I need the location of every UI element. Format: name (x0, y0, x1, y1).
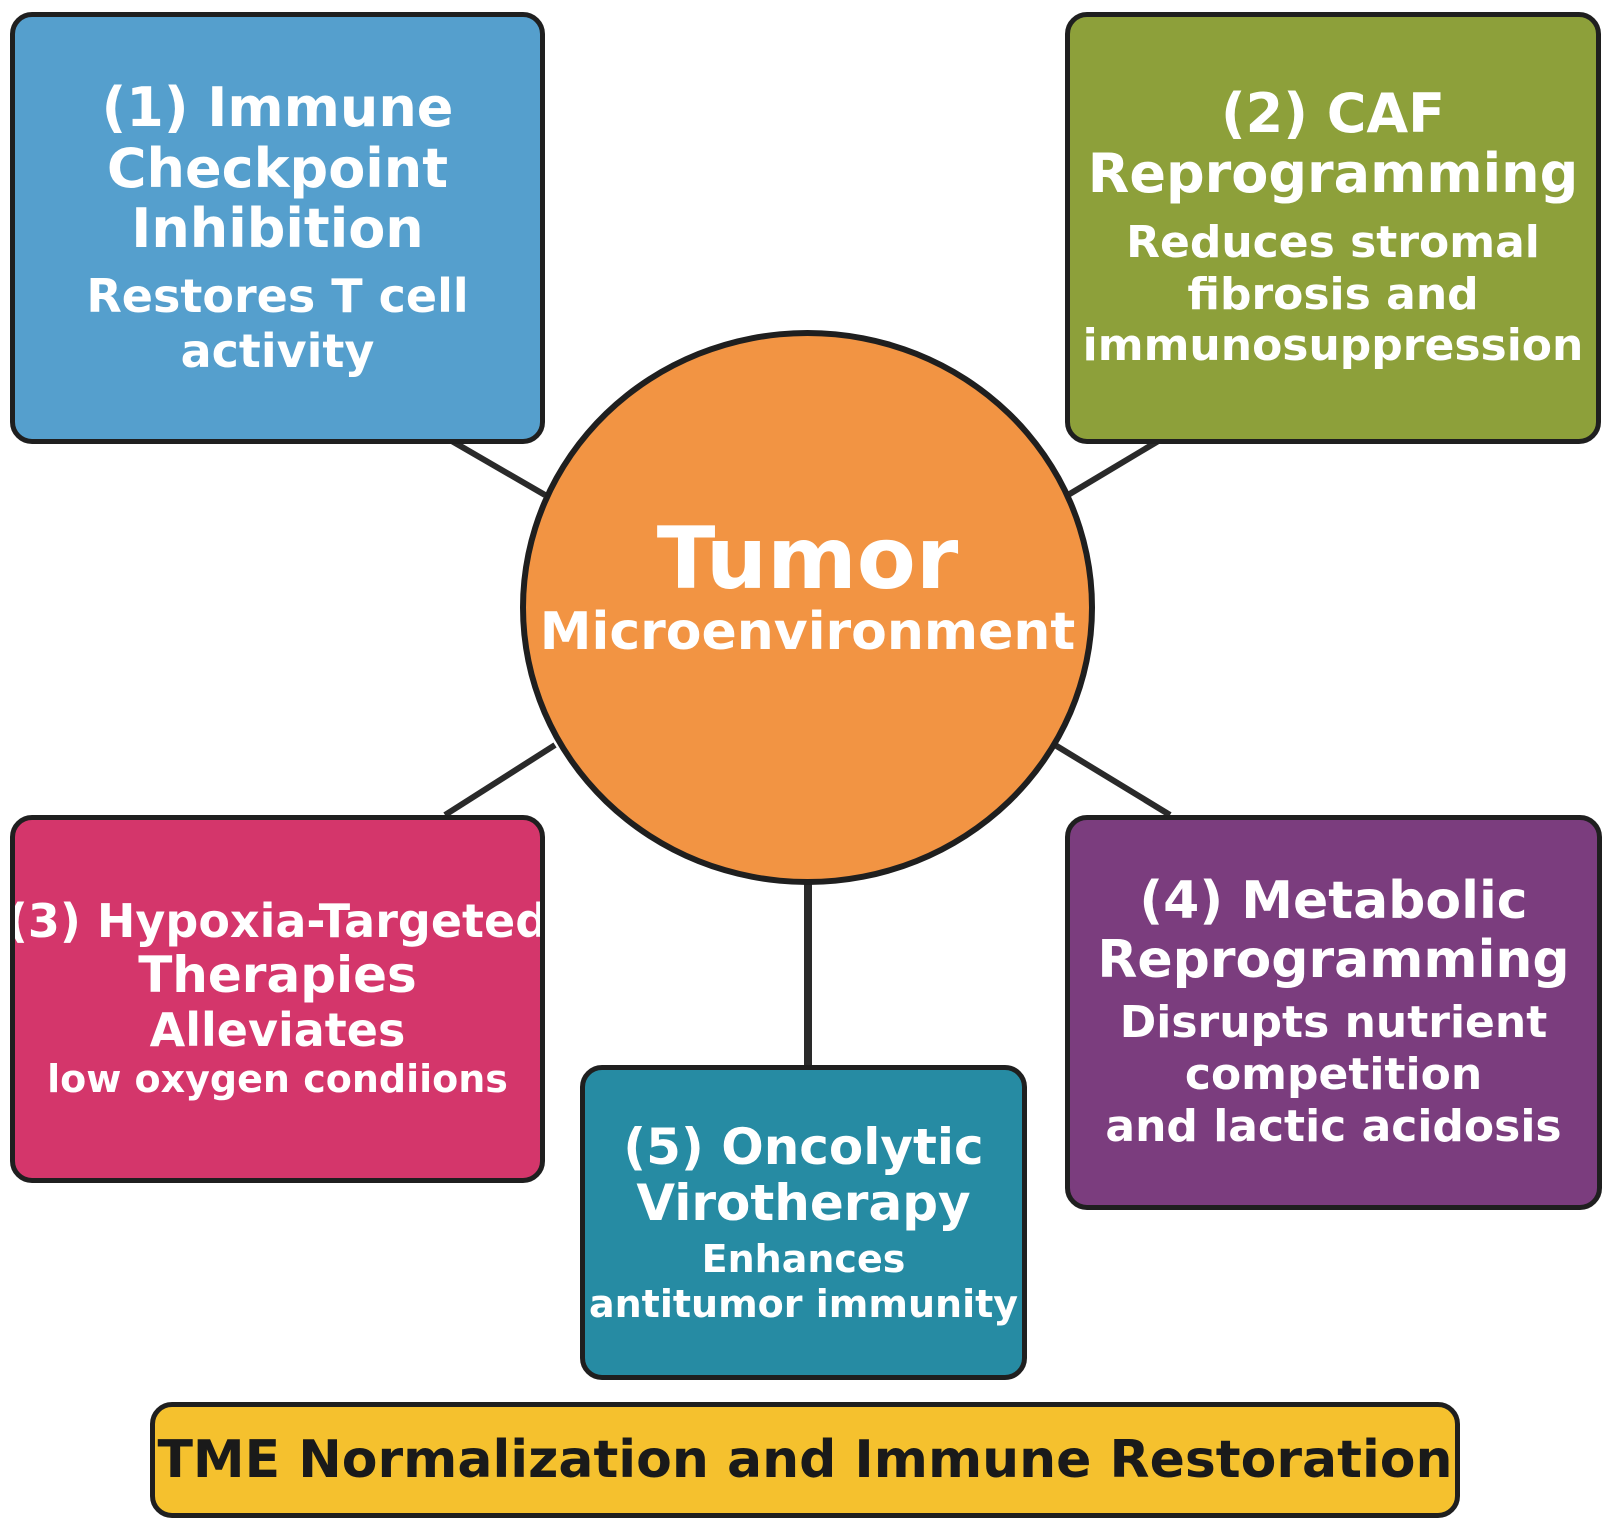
desc-line: competition (1184, 1048, 1483, 1100)
connector-box3 (443, 742, 557, 818)
title-line: Checkpoint (106, 136, 449, 200)
desc-line: antitumor immunity (588, 1281, 1019, 1326)
box-description: Restores T cell activity (86, 269, 468, 378)
title-line: Therapies (138, 946, 417, 1005)
title-line: (3) Hypoxia-Targeted (10, 893, 545, 948)
box-title: (1) Immune Checkpoint Inhibition (101, 76, 454, 260)
connector-box2 (1066, 437, 1162, 498)
immune-checkpoint-box: (1) Immune Checkpoint Inhibition Restore… (10, 12, 545, 444)
footer-banner: TME Normalization and Immune Restoration (150, 1402, 1460, 1518)
oncolytic-virotherapy-box: (5) Oncolytic Virotherapy Enhances antit… (580, 1065, 1027, 1380)
title-line: Reprogramming (1097, 929, 1570, 990)
box-description: Enhances antitumor immunity (589, 1237, 1018, 1327)
desc-line: immunosuppression (1082, 320, 1584, 372)
title-line: (2) CAF (1220, 81, 1446, 145)
title-line: Virotherapy (636, 1173, 971, 1232)
desc-line: Alleviates (149, 1003, 406, 1058)
box-title: (5) Oncolytic Virotherapy (623, 1119, 983, 1231)
desc-line: Enhances (701, 1236, 906, 1281)
box-description: Reduces stromal fibrosis and immunosuppr… (1083, 217, 1584, 373)
desc-line: and lactic acidosis (1105, 1100, 1562, 1152)
center-title: Tumor (656, 508, 959, 609)
title-line: (1) Immune (101, 76, 454, 140)
desc-line: low oxygen condiions (47, 1057, 508, 1102)
hypoxia-targeted-box: (3) Hypoxia-Targeted Therapies Alleviate… (10, 815, 545, 1183)
desc-line: fibrosis and (1187, 268, 1479, 320)
title-line: (4) Metabolic (1139, 871, 1528, 932)
center-subtitle: Microenvironment (539, 602, 1076, 663)
title-line: Inhibition (131, 196, 424, 260)
box-description: Alleviates low oxygen condiions (47, 1003, 508, 1102)
connector-box4 (1053, 742, 1172, 818)
title-line: (5) Oncolytic (623, 1117, 984, 1176)
box-title: (3) Hypoxia-Targeted Therapies (10, 893, 545, 1005)
title-line: Reprogramming (1087, 142, 1579, 206)
desc-line: activity (180, 323, 375, 378)
box-title: (4) Metabolic Reprogramming (1097, 871, 1570, 990)
box-title: (2) CAF Reprogramming (1087, 81, 1579, 206)
connector-box1 (448, 437, 547, 498)
desc-line: Disrupts nutrient (1119, 996, 1548, 1048)
desc-line: Restores T cell (86, 269, 469, 324)
caf-reprogramming-box: (2) CAF Reprogramming Reduces stromal fi… (1065, 12, 1601, 444)
tumor-microenvironment-circle: Tumor Microenvironment (520, 330, 1095, 885)
box-description: Disrupts nutrient competition and lactic… (1105, 997, 1561, 1153)
desc-line: Reduces stromal (1126, 216, 1540, 268)
metabolic-reprogramming-box: (4) Metabolic Reprogramming Disrupts nut… (1065, 815, 1602, 1210)
